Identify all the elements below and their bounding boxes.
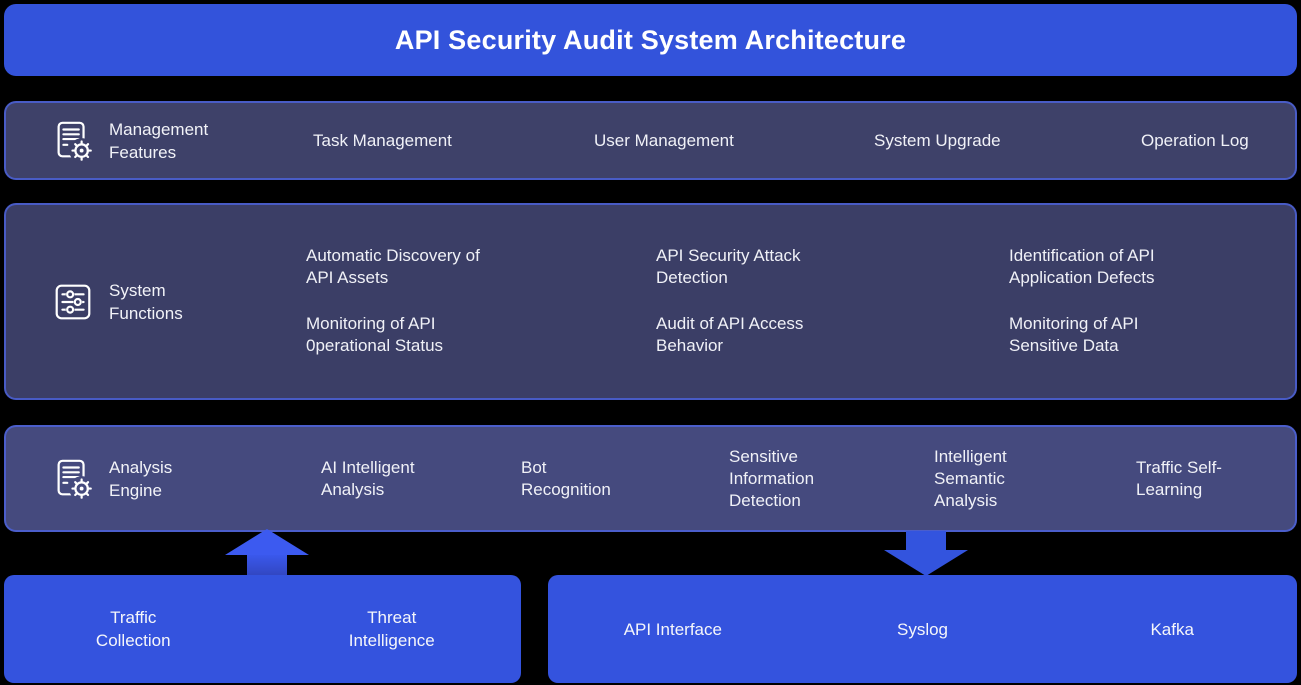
- item-traffic-self-learning: Traffic Self- Learning: [1136, 457, 1222, 499]
- management-features-label: Management Features: [109, 119, 209, 162]
- down-arrow: [884, 531, 968, 576]
- item-application-defects: Identification of API Application Defect…: [1009, 246, 1155, 287]
- sliders-icon: [55, 284, 91, 319]
- up-arrow: [225, 529, 309, 575]
- analysis-engine-header: Analysis Engine: [50, 427, 172, 530]
- down-arrow-stem: [906, 531, 946, 550]
- system-functions-header: System Functions: [50, 205, 183, 398]
- data-sources-box: Traffic Collection Threat Intelligence: [4, 575, 521, 683]
- functions-column-1: Automatic Discovery of API Assets Monito…: [306, 245, 480, 357]
- system-functions-row: System Functions Automatic Discovery of …: [4, 203, 1297, 400]
- item-intelligent-semantic-analysis: Intelligent Semantic Analysis: [934, 446, 1007, 510]
- item-attack-detection: API Security Attack Detection: [656, 246, 801, 287]
- item-operational-status-monitoring: Monitoring of API 0perational Status: [306, 314, 444, 355]
- item-system-upgrade: System Upgrade: [874, 130, 1001, 150]
- item-api-interface: API Interface: [623, 619, 722, 639]
- document-gear-icon: [57, 121, 95, 163]
- item-access-behavior-audit: Audit of API Access Behavior: [656, 314, 804, 355]
- item-ai-intelligent-analysis: AI Intelligent Analysis: [321, 457, 415, 499]
- item-bot-recognition: Bot Recognition: [521, 457, 611, 499]
- up-arrow-head: [225, 529, 309, 555]
- analysis-engine-row: Analysis Engine AI Intelligent Analysis …: [4, 425, 1297, 532]
- item-syslog: Syslog: [896, 619, 949, 639]
- item-task-management: Task Management: [313, 130, 452, 150]
- item-sensitive-information-detection: Sensitive Information Detection: [729, 446, 815, 510]
- output-interfaces-box: API Interface Syslog Kafka: [548, 575, 1297, 683]
- functions-column-3: Identification of API Application Defect…: [1009, 245, 1155, 357]
- item-operation-log: Operation Log: [1141, 130, 1249, 150]
- item-user-management: User Management: [594, 130, 734, 150]
- item-sensitive-data-monitoring: Monitoring of API Sensitive Data: [1009, 314, 1139, 355]
- item-automatic-discovery: Automatic Discovery of API Assets: [306, 246, 480, 287]
- analysis-engine-label: Analysis Engine: [109, 457, 173, 500]
- item-kafka: Kafka: [1150, 619, 1194, 639]
- item-threat-intelligence: Threat Intelligence: [348, 608, 435, 650]
- management-features-row: Management Features Task Management User…: [4, 101, 1297, 180]
- item-traffic-collection: Traffic Collection: [95, 608, 171, 650]
- functions-column-2: API Security Attack Detection Audit of A…: [656, 245, 803, 357]
- title-banner: API Security Audit System Architecture: [4, 4, 1297, 76]
- document-gear-icon: [57, 459, 95, 501]
- down-arrow-head: [884, 550, 968, 576]
- up-arrow-stem: [247, 555, 287, 575]
- page-title: API Security Audit System Architecture: [394, 24, 907, 55]
- management-features-header: Management Features: [50, 103, 208, 178]
- system-functions-label: System Functions: [109, 280, 183, 323]
